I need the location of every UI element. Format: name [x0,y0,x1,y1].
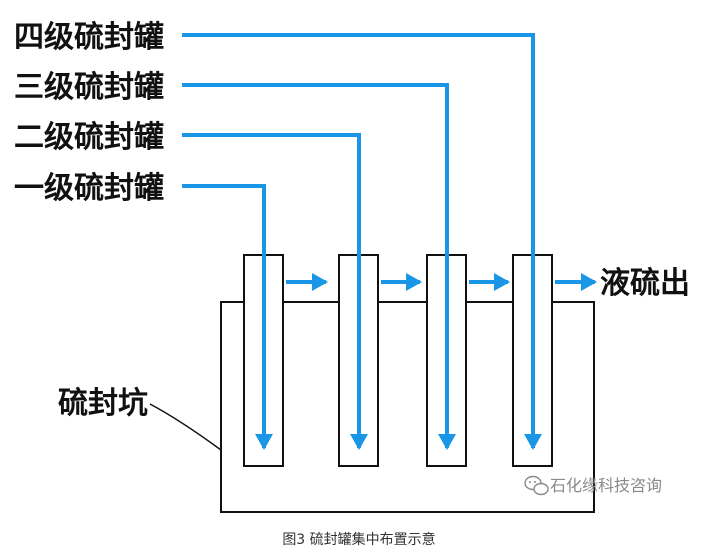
inlet-flow-level-4 [182,33,542,450]
tank-label-level-4: 四级硫封罐 [14,20,164,55]
inlet-flow-level-1 [182,184,273,450]
inlet-flow-level-3 [182,83,456,450]
inlet-flow-level-2 [182,133,368,450]
watermark-icon [524,475,549,496]
watermark-text: 石化缘科技咨询 [550,476,662,495]
outlet-label: 液硫出 [600,266,690,301]
tank-label-level-1: 一级硫封罐 [14,171,164,206]
pit-leader-line [149,403,222,451]
pit-label: 硫封坑 [58,386,148,421]
figure-caption: 图3 硫封罐集中布置示意 [282,531,435,548]
tank-label-level-3: 三级硫封罐 [14,70,164,105]
tank-label-level-2: 二级硫封罐 [14,120,164,155]
